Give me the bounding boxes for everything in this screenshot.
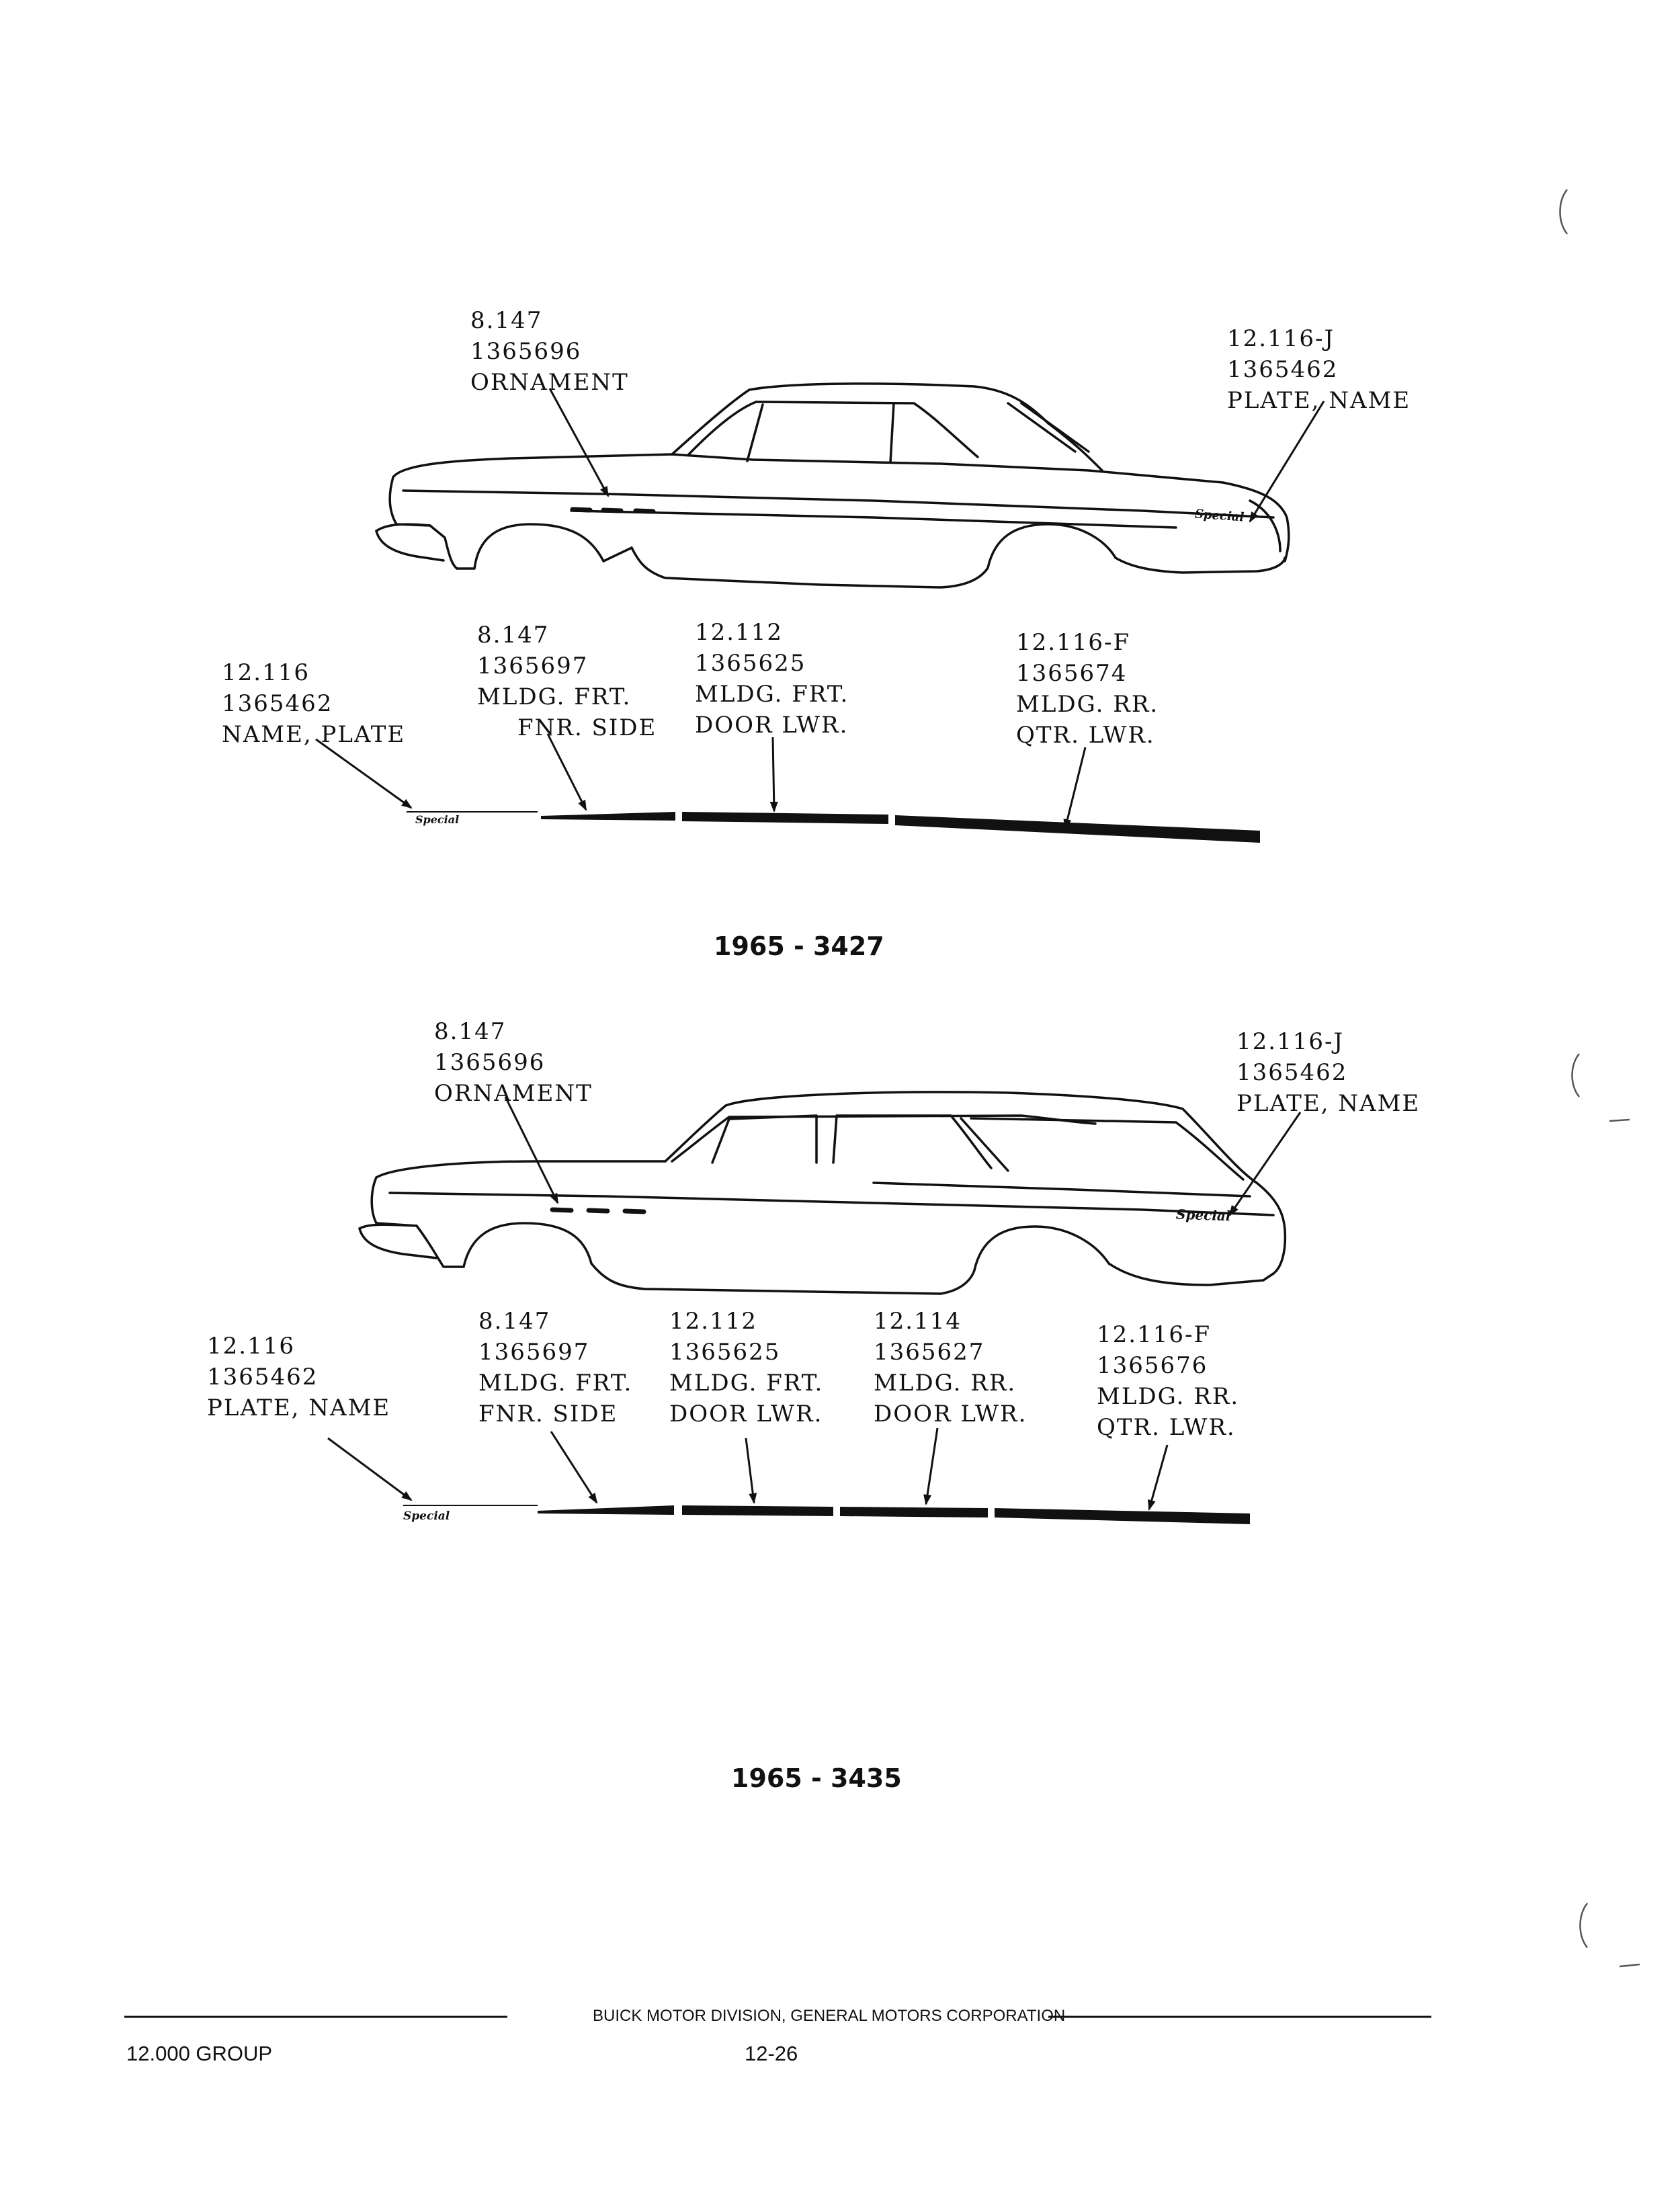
callout-ref: 12.116-F <box>1016 629 1131 656</box>
molding-frt-door-1 <box>682 812 888 824</box>
callout-part-number: 1365462 <box>1227 356 1339 383</box>
callout-ref: 8.147 <box>470 307 543 334</box>
callout-description-2: FNR. SIDE <box>517 714 657 741</box>
callout-ref: 8.147 <box>477 622 550 649</box>
callout-part-number: 1365627 <box>874 1339 985 1366</box>
callout-part-number: 1365697 <box>478 1339 590 1366</box>
callout-part-number: 1365696 <box>434 1049 546 1076</box>
callout-description-2: QTR. LWR. <box>1016 722 1155 749</box>
callout-mldg-rr-qtr-1: 12.116-F 1365674 MLDG. RR. QTR. LWR. <box>1016 627 1159 751</box>
callout-ref: 12.116-F <box>1097 1321 1212 1348</box>
callout-plate-name-1: 12.116-J 1365462 PLATE, NAME <box>1227 323 1411 416</box>
special-badge-strip-1: Special <box>415 813 460 826</box>
callout-description: NAME, PLATE <box>222 721 406 748</box>
molding-rr-door-2 <box>840 1507 988 1518</box>
margin-marks <box>1559 189 1640 1968</box>
footer-group: 12.000 GROUP <box>126 2042 273 2065</box>
footer-page-number: 12-26 <box>745 2042 798 2065</box>
diagram-1-caption: 1965 - 3427 <box>714 931 884 961</box>
callout-ref: 8.147 <box>434 1018 507 1045</box>
leader-lines-2 <box>327 1096 1302 1511</box>
callout-description: MLDG. FRT. <box>669 1370 824 1397</box>
callout-plate-name-side-2: 12.116 1365462 PLATE, NAME <box>207 1331 390 1423</box>
callout-mldg-frt-door-2: 12.112 1365625 MLDG. FRT. DOOR LWR. <box>669 1306 823 1429</box>
callout-part-number: 1365462 <box>207 1364 319 1390</box>
callout-description: MLDG. FRT. <box>695 681 849 708</box>
callout-mldg-frt-fnr-1: 8.147 1365697 MLDG. FRT. FNR. SIDE <box>477 620 657 743</box>
molding-frt-fnr-1 <box>541 812 675 821</box>
callout-ref: 12.116 <box>222 659 310 686</box>
callout-description-2: FNR. SIDE <box>478 1401 618 1427</box>
molding-frt-fnr-2 <box>538 1505 674 1515</box>
callout-mldg-rr-qtr-2: 12.116-F 1365676 MLDG. RR. QTR. LWR. <box>1097 1319 1239 1443</box>
callout-plate-name-2: 12.116-J 1365462 PLATE, NAME <box>1236 1026 1420 1119</box>
ornament-dashes-2 <box>550 1207 646 1214</box>
callout-part-number: 1365462 <box>1236 1059 1348 1086</box>
callout-description-2: QTR. LWR. <box>1097 1414 1236 1441</box>
leader-lines-1 <box>315 388 1325 830</box>
callout-description: ORNAMENT <box>470 369 629 396</box>
molding-rr-qtr-2 <box>995 1508 1250 1524</box>
callout-description-2: DOOR LWR. <box>874 1401 1027 1427</box>
callout-description-2: DOOR LWR. <box>695 712 849 739</box>
callout-ref: 12.114 <box>874 1308 962 1335</box>
callout-part-number: 1365696 <box>470 338 582 365</box>
molding-frt-door-2 <box>682 1505 833 1516</box>
callout-ref: 12.116-J <box>1236 1028 1345 1055</box>
callout-ref: 12.116-J <box>1227 325 1335 352</box>
callout-ref: 12.116 <box>207 1333 295 1360</box>
callout-part-number: 1365625 <box>695 650 806 677</box>
hardtop-car-drawing <box>375 382 1290 589</box>
molding-rr-qtr-1 <box>895 815 1260 843</box>
callout-ref: 12.112 <box>695 619 783 646</box>
ornament-dashes-1 <box>570 507 656 514</box>
callout-description: MLDG. FRT. <box>477 683 632 710</box>
callout-mldg-frt-door-1: 12.112 1365625 MLDG. FRT. DOOR LWR. <box>695 617 849 741</box>
callout-mldg-frt-fnr-2: 8.147 1365697 MLDG. FRT. FNR. SIDE <box>478 1306 632 1429</box>
callout-description: MLDG. RR. <box>1097 1383 1240 1410</box>
callout-description-2: DOOR LWR. <box>669 1401 823 1427</box>
diagram-2-caption: 1965 - 3435 <box>731 1763 902 1793</box>
callout-ref: 8.147 <box>478 1308 551 1335</box>
molding-row-2 <box>403 1505 1250 1524</box>
footer-division: BUICK MOTOR DIVISION, GENERAL MOTORS COR… <box>593 2007 1066 2025</box>
callout-description: MLDG. FRT. <box>478 1370 633 1397</box>
callout-part-number: 1365674 <box>1016 660 1128 687</box>
callout-description: PLATE, NAME <box>207 1395 391 1421</box>
callout-description: MLDG. RR. <box>874 1370 1017 1397</box>
molding-row-1 <box>407 811 1260 843</box>
wagon-car-drawing <box>358 1091 1287 1295</box>
callout-mldg-rr-door-2: 12.114 1365627 MLDG. RR. DOOR LWR. <box>874 1306 1027 1429</box>
callout-description: PLATE, NAME <box>1236 1090 1421 1117</box>
callout-part-number: 1365697 <box>477 653 589 679</box>
callout-part-number: 1365625 <box>669 1339 781 1366</box>
callout-ornament-1: 8.147 1365696 ORNAMENT <box>470 305 629 398</box>
special-badge-car-2: Special <box>1175 1206 1231 1224</box>
callout-ornament-2: 8.147 1365696 ORNAMENT <box>434 1016 593 1109</box>
callout-description: MLDG. RR. <box>1016 691 1159 718</box>
special-badge-strip-2: Special <box>403 1509 450 1523</box>
callout-part-number: 1365676 <box>1097 1352 1208 1379</box>
callout-ref: 12.112 <box>669 1308 757 1335</box>
callout-description: ORNAMENT <box>434 1080 593 1107</box>
callout-part-number: 1365462 <box>222 690 333 717</box>
callout-description: PLATE, NAME <box>1227 387 1411 414</box>
callout-name-plate-side-1: 12.116 1365462 NAME, PLATE <box>222 657 405 750</box>
